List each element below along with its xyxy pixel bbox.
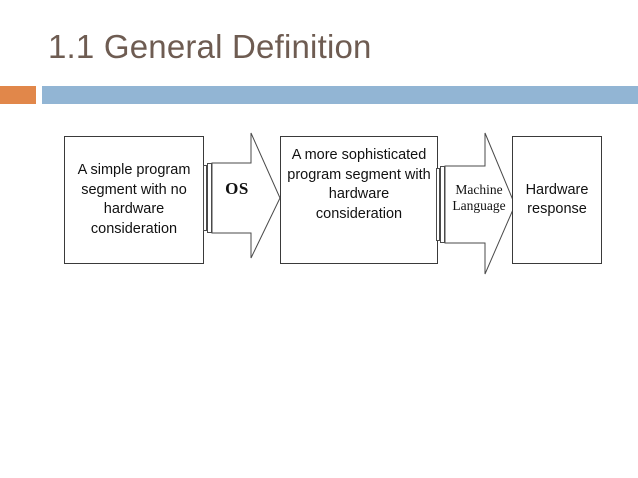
flow-arrow-machine-language — [433, 126, 519, 278]
flow-box-simple-program: A simple program segment with no hardwar… — [64, 136, 204, 264]
page-title: 1.1 General Definition — [48, 28, 372, 65]
flow-box-hardware-response: Hardware response — [512, 136, 602, 264]
accent-square-decoration — [0, 86, 36, 104]
flow-arrow-machine-language-label: Machine Language — [452, 182, 506, 213]
flow-arrow-os — [199, 128, 285, 268]
flow-arrow-os-label: OS — [225, 179, 249, 198]
flow-box-sophisticated-program: A more sophisticated program segment wit… — [280, 136, 438, 264]
accent-bar-decoration — [42, 86, 638, 104]
